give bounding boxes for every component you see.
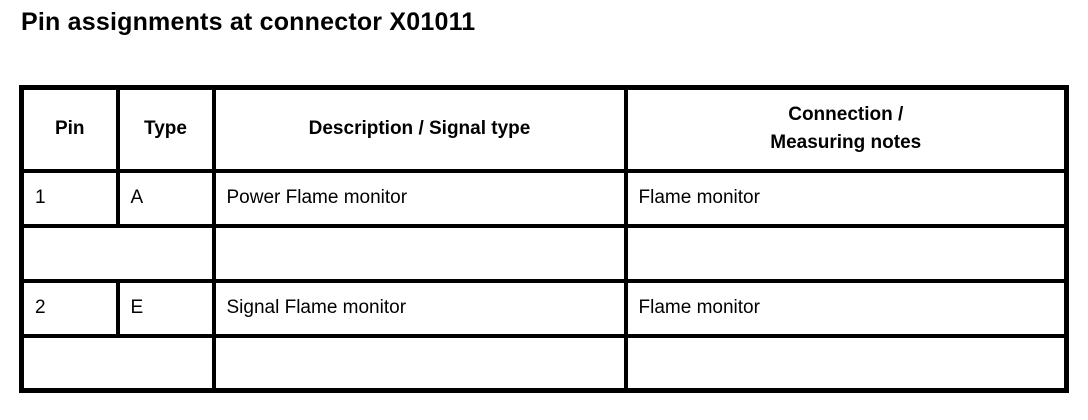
column-header-pin: Pin [19,85,120,173]
connection-cell: Flame monitor [623,168,1069,228]
pin-assignments-table: Pin Type Description / Signal type Conne… [19,85,1069,393]
page-title: Pin assignments at connector X01011 [21,8,476,36]
table-row-empty [19,223,1069,283]
type-cell: A [115,168,216,228]
description-cell-empty [211,333,628,393]
table-row: 2 E Signal Flame monitor Flame monitor [19,278,1069,338]
connection-cell-empty [623,333,1069,393]
pin-cell: 2 [19,278,120,338]
type-cell: E [115,278,216,338]
column-header-description: Description / Signal type [211,85,628,173]
pin-type-cell-merged-empty [19,333,216,393]
description-cell: Power Flame monitor [211,168,628,228]
table-row: 1 A Power Flame monitor Flame monitor [19,168,1069,228]
description-cell-empty [211,223,628,283]
connection-cell-empty [623,223,1069,283]
description-cell: Signal Flame monitor [211,278,628,338]
column-header-type: Type [115,85,216,173]
pin-type-cell-merged-empty [19,223,216,283]
pin-cell: 1 [19,168,120,228]
connection-cell: Flame monitor [623,278,1069,338]
table-header-row: Pin Type Description / Signal type Conne… [19,85,1069,173]
column-header-connection: Connection / Measuring notes [623,85,1069,173]
table-row-empty [19,333,1069,393]
